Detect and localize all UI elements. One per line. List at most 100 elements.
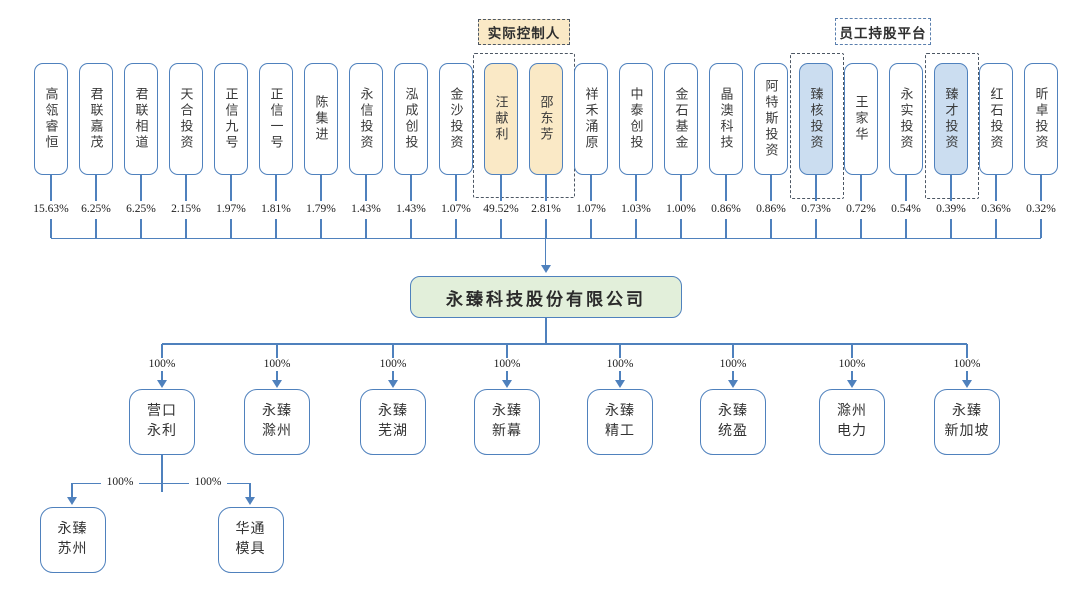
subsidiary-box: 滁州 电力 [819, 389, 885, 455]
shareholder-connector-lower [275, 219, 277, 238]
shareholder-name: 高瓴睿恒 [43, 87, 59, 151]
shareholder-connector-lower [95, 219, 97, 238]
shareholder-connector-lower [770, 219, 772, 238]
shareholder-connector-lower [545, 219, 547, 238]
shareholder-box: 中泰创投 [619, 63, 653, 175]
shareholder-box: 永实投资 [889, 63, 923, 175]
subsidiary-pct: 100% [606, 358, 634, 370]
down-arrow-icon [245, 497, 255, 505]
shareholder-pct: 1.97% [216, 203, 246, 215]
shareholder-connector-lower [320, 219, 322, 238]
subsidiary-pct: 100% [148, 358, 176, 370]
shareholder-connector-lower [500, 219, 502, 238]
shareholder-box: 金石基金 [664, 63, 698, 175]
shareholder-pct: 1.03% [621, 203, 651, 215]
shareholder-name: 金石基金 [673, 87, 689, 151]
shareholder-connector-upper [320, 175, 322, 201]
shareholder-pct: 0.32% [1026, 203, 1056, 215]
shareholder-name: 邵东芳 [538, 95, 554, 143]
shareholder-connector-lower [410, 219, 412, 238]
shareholder-pct: 15.63% [33, 203, 69, 215]
subsidiary-box: 永臻 新加坡 [934, 389, 1000, 455]
shareholder-pct: 49.52% [483, 203, 519, 215]
shareholder-connector-upper [500, 175, 502, 201]
shareholder-connector-lower [140, 219, 142, 238]
shareholder-box: 昕卓投资 [1024, 63, 1058, 175]
subsidiary-pct: 100% [719, 358, 747, 370]
shareholder-connector-upper [545, 175, 547, 201]
subsidiary-stem-upper [392, 344, 394, 358]
shareholder-pct: 1.07% [441, 203, 471, 215]
subsidiary-pct: 100% [493, 358, 521, 370]
shareholder-pct: 1.43% [396, 203, 426, 215]
subsidiary-stem-lower [619, 371, 621, 381]
shareholder-box: 金沙投资 [439, 63, 473, 175]
shareholder-connector-lower [590, 219, 592, 238]
shareholder-connector-lower [905, 219, 907, 238]
down-arrow-icon [67, 497, 77, 505]
shareholder-name: 陈集进 [313, 95, 329, 143]
grandchild-stem [249, 483, 251, 497]
shareholder-pct: 1.81% [261, 203, 291, 215]
shareholder-pct: 6.25% [81, 203, 111, 215]
shareholder-box: 邵东芳 [529, 63, 563, 175]
shareholder-pct: 0.86% [756, 203, 786, 215]
subsidiary-connector-line [545, 318, 547, 344]
company-connector-line [544, 238, 547, 266]
shareholder-connector-upper [680, 175, 682, 201]
subsidiary-stem-upper [506, 344, 508, 358]
subsidiary-stem-upper [966, 344, 968, 358]
shareholder-box: 祥禾涌原 [574, 63, 608, 175]
subsidiary-stem-lower [851, 371, 853, 381]
shareholder-connector-lower [635, 219, 637, 238]
grandchild-stem [71, 483, 73, 497]
shareholder-box: 臻核投资 [799, 63, 833, 175]
shareholder-connector-upper [770, 175, 772, 201]
shareholder-pct: 6.25% [126, 203, 156, 215]
shareholder-connector-upper [95, 175, 97, 201]
shareholder-pct: 0.54% [891, 203, 921, 215]
subsidiary-stem-lower [161, 371, 163, 381]
shareholder-name: 君联相道 [133, 87, 149, 151]
shareholder-connector-upper [950, 175, 952, 201]
shareholder-connector-lower [860, 219, 862, 238]
shareholder-pct: 0.73% [801, 203, 831, 215]
shareholder-name: 王家华 [853, 95, 869, 143]
shareholder-connector-upper [50, 175, 52, 201]
down-arrow-icon [540, 265, 551, 273]
shareholder-connector-lower [365, 219, 367, 238]
shareholder-name: 君联嘉茂 [88, 87, 104, 151]
shareholder-connector-upper [635, 175, 637, 201]
shareholder-connector-upper [140, 175, 142, 201]
shareholder-connector-lower [725, 219, 727, 238]
shareholder-connector-upper [725, 175, 727, 201]
subsidiary-box: 永臻 芜湖 [360, 389, 426, 455]
shareholder-connector-lower [995, 219, 997, 238]
shareholder-connector-upper [455, 175, 457, 201]
shareholder-name: 臻才投资 [943, 87, 959, 151]
shareholder-name: 红石投资 [988, 87, 1004, 151]
shareholder-box: 晶澳科技 [709, 63, 743, 175]
shareholder-connector-upper [410, 175, 412, 201]
subsidiary-box: 永臻 统盈 [700, 389, 766, 455]
shareholder-name: 臻核投资 [808, 87, 824, 151]
shareholder-box: 泓成创投 [394, 63, 428, 175]
down-arrow-icon [272, 380, 282, 388]
shareholder-box: 君联嘉茂 [79, 63, 113, 175]
subsidiary-stem-lower [732, 371, 734, 381]
shareholder-connector-upper [230, 175, 232, 201]
subsidiary-box: 营口 永利 [129, 389, 195, 455]
subsidiary-pct: 100% [953, 358, 981, 370]
shareholder-pct: 1.00% [666, 203, 696, 215]
shareholder-box: 正信九号 [214, 63, 248, 175]
shareholder-connector-lower [680, 219, 682, 238]
subsidiary-pct: 100% [379, 358, 407, 370]
shareholder-box: 红石投资 [979, 63, 1013, 175]
shareholder-connector-upper [275, 175, 277, 201]
shareholder-pct: 2.81% [531, 203, 561, 215]
shareholder-pct: 0.72% [846, 203, 876, 215]
shareholder-connector-upper [905, 175, 907, 201]
shareholder-name: 中泰创投 [628, 87, 644, 151]
company-box: 永臻科技股份有限公司 [410, 276, 682, 318]
